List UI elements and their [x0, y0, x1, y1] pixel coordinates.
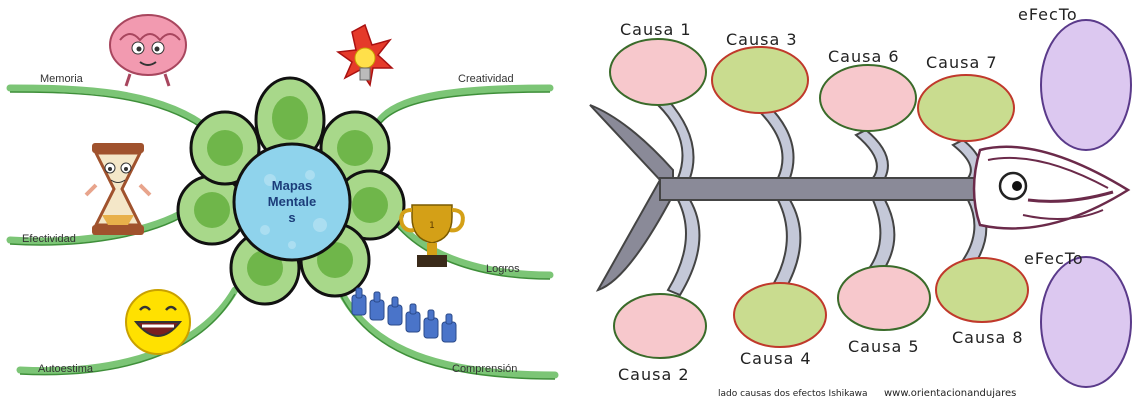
- branch-creatividad-line: [376, 84, 554, 124]
- svg-text:1: 1: [429, 221, 435, 231]
- bottom-causes: Causa 2 Causa 4 Causa 5 Causa 8: [613, 257, 1029, 384]
- cause-1-label: Causa 1: [620, 20, 692, 39]
- flower: Mapas Mentale s: [176, 76, 406, 306]
- label-comprension: Comprensión: [452, 363, 517, 375]
- label-creatividad: Creatividad: [458, 73, 514, 85]
- effect-top-ellipse: [1040, 19, 1132, 151]
- label-memoria: Memoria: [40, 73, 84, 85]
- effect-bottom-ellipse: [1040, 256, 1132, 388]
- footer-url: www.orientacionandujares: [884, 388, 1016, 399]
- effect-bottom-label: eFecTo: [1024, 249, 1084, 268]
- trophy-icon: 1: [399, 204, 465, 267]
- cause-1-ellipse: [609, 38, 707, 106]
- cause-8-label: Causa 8: [952, 328, 1024, 347]
- cause-4-label: Causa 4: [740, 349, 812, 368]
- mind-map-panel: Mapas Mentale s: [0, 0, 565, 402]
- cause-4-ellipse: [733, 282, 827, 348]
- cause-5-ellipse: [837, 265, 931, 331]
- hourglass-character-icon: [84, 143, 152, 235]
- label-logros: Logros: [486, 263, 520, 275]
- cause-5-label: Causa 5: [848, 337, 920, 356]
- cause-6-ellipse: [819, 64, 917, 132]
- fish-ribs: [656, 98, 988, 297]
- smiley-icon: [125, 289, 191, 355]
- cause-2-ellipse: [613, 293, 707, 359]
- fish-head: [972, 145, 1131, 230]
- label-efectividad: Efectividad: [22, 233, 76, 245]
- mind-map-diagram: Mapas Mentale s: [6, 14, 559, 380]
- branch-memoria-line: [6, 84, 214, 134]
- cause-3-label: Causa 3: [726, 30, 798, 49]
- fish-spine: [659, 177, 991, 201]
- cause-6-label: Causa 6: [828, 47, 900, 66]
- center-line-1: Mapas: [272, 178, 312, 193]
- explosion-bulb-icon: [335, 23, 394, 87]
- center-line-2: Mentale: [268, 194, 316, 209]
- cause-2-label: Causa 2: [618, 365, 690, 384]
- top-causes: Causa 1 Causa 3 Causa 6 Causa 7: [609, 20, 1015, 142]
- center-line-3: s: [288, 210, 295, 225]
- effect-top-label: eFecTo: [1018, 5, 1078, 24]
- label-autoestima: Autoestima: [38, 363, 94, 375]
- footer-caption: lado causas dos efectos Ishikawa: [718, 389, 868, 399]
- cause-7-ellipse: [917, 74, 1015, 142]
- effects: eFecTo eFecTo: [1018, 5, 1132, 388]
- fishbone-panel: Causa 1 Causa 3 Causa 6 Causa 7 Causa 2 …: [568, 0, 1138, 402]
- fishbone-diagram: Causa 1 Causa 3 Causa 6 Causa 7 Causa 2 …: [589, 5, 1132, 399]
- thumbs-up-hands-icon: [351, 287, 457, 343]
- cause-3-ellipse: [711, 46, 809, 114]
- brain-character-icon: [109, 14, 187, 87]
- cause-7-label: Causa 7: [926, 53, 998, 72]
- cause-8-ellipse: [935, 257, 1029, 323]
